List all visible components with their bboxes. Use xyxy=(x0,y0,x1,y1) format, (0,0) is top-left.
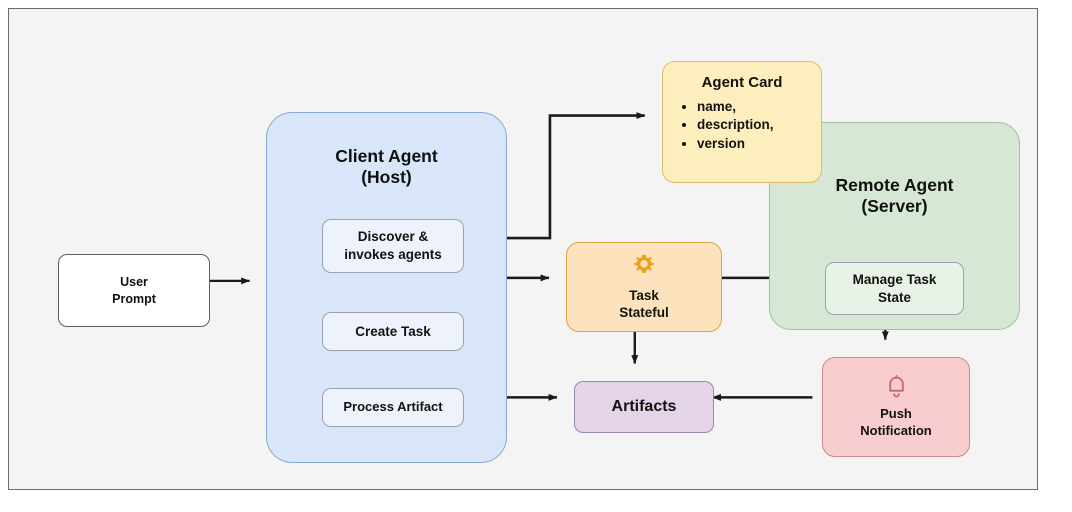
diagram-frame: Client Agent (Host) Remote Agent (Server… xyxy=(8,8,1038,490)
task-stateful-label-line1: Task xyxy=(629,287,659,303)
process-artifact-label: Process Artifact xyxy=(343,399,443,415)
task-stateful-label-line2: Stateful xyxy=(619,305,669,320)
agent-card-bullet-version: version xyxy=(697,135,821,153)
manage-task-state-node[interactable]: Manage Task State xyxy=(825,262,964,315)
user-prompt-label-line1: User xyxy=(120,274,148,289)
push-notification-label: Push Notification xyxy=(860,406,932,439)
bell-icon xyxy=(883,374,910,401)
user-prompt-label-line2: Prompt xyxy=(112,291,156,306)
task-stateful-label: Task Stateful xyxy=(619,287,669,322)
discover-invokes-agents-label-line1: Discover & xyxy=(357,229,429,245)
client-agent-title-line1: Client Agent xyxy=(335,146,438,166)
client-agent-title: Client Agent (Host) xyxy=(267,146,506,187)
create-task-label: Create Task xyxy=(355,323,431,339)
agent-card-bullet-name: name, xyxy=(697,98,821,116)
push-notification-node[interactable]: Push Notification xyxy=(822,357,970,457)
discover-invokes-agents-node[interactable]: Discover & invokes agents xyxy=(322,219,464,273)
manage-task-state-label-line1: Manage Task xyxy=(852,271,937,287)
user-prompt-node[interactable]: User Prompt xyxy=(58,254,210,327)
remote-agent-title-line2: (Server) xyxy=(861,195,928,216)
artifacts-label: Artifacts xyxy=(611,398,677,415)
push-notification-label-line1: Push xyxy=(880,406,912,422)
client-agent-title-line2: (Host) xyxy=(361,166,412,187)
artifacts-node[interactable]: Artifacts xyxy=(574,381,714,433)
task-stateful-node[interactable]: Task Stateful xyxy=(566,242,722,332)
agent-card-bullet-description: description, xyxy=(697,116,821,134)
push-notification-label-line2: Notification xyxy=(860,423,932,438)
remote-agent-title-line1: Remote Agent xyxy=(835,175,954,195)
agent-card-title: Agent Card xyxy=(701,74,783,91)
discover-invokes-agents-label-line2: invokes agents xyxy=(344,247,442,262)
process-artifact-node[interactable]: Process Artifact xyxy=(322,388,464,427)
agent-card-node[interactable]: Agent Card name, description, version xyxy=(662,61,822,183)
create-task-node[interactable]: Create Task xyxy=(322,312,464,351)
gear-icon xyxy=(630,253,658,281)
manage-task-state-label-line2: State xyxy=(877,289,911,305)
remote-agent-title: Remote Agent (Server) xyxy=(770,175,1019,216)
agent-card-bullet-list: name, description, version xyxy=(663,98,821,153)
